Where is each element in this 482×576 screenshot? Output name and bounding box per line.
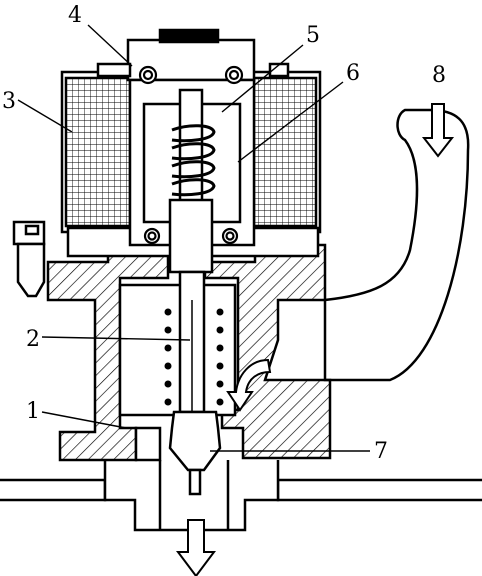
callout-label: 8 bbox=[432, 63, 446, 88]
callout-label: 1 bbox=[26, 399, 40, 424]
valve-needle bbox=[168, 410, 222, 496]
callout-labels: 4 5 6 3 2 1 7 8 bbox=[2, 3, 446, 464]
outlet-arrow bbox=[176, 519, 216, 576]
inlet-arrow bbox=[421, 103, 455, 158]
leader-lines bbox=[17, 24, 370, 452]
flow-arrow bbox=[226, 358, 272, 412]
bearing-balls bbox=[138, 65, 244, 245]
callout-label: 3 bbox=[2, 89, 16, 114]
callout-label: 4 bbox=[68, 3, 82, 28]
return-spring bbox=[171, 124, 216, 197]
side-connector bbox=[12, 220, 46, 298]
lower-spring bbox=[164, 308, 224, 406]
inlet-pipe bbox=[323, 108, 470, 382]
callout-label: 7 bbox=[374, 439, 388, 464]
callout-label: 5 bbox=[306, 23, 320, 48]
callout-label: 2 bbox=[26, 327, 40, 352]
callout-label: 6 bbox=[346, 61, 360, 86]
spring-chamber bbox=[118, 283, 237, 417]
